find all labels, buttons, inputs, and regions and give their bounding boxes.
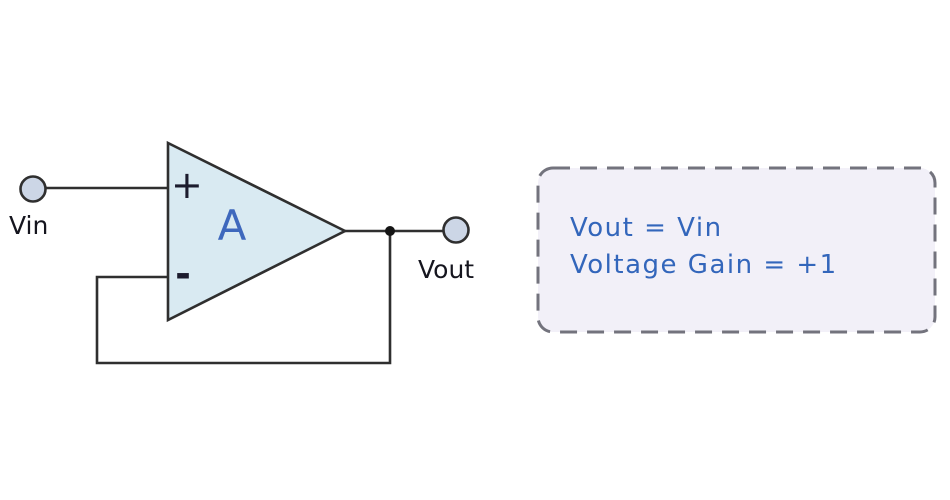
input-terminal-circle xyxy=(19,175,47,203)
noninverting-input-label: + xyxy=(171,163,203,207)
inverting-input-label: - xyxy=(175,252,191,296)
formula-line-1: Vout = Vin xyxy=(570,213,723,243)
formula-note-box xyxy=(536,166,937,334)
formula-line-2: Voltage Gain = +1 xyxy=(570,250,838,280)
output-terminal-circle xyxy=(442,216,470,244)
vout-label: Vout xyxy=(418,255,475,284)
junction-dot xyxy=(385,226,395,236)
vin-label: Vin xyxy=(9,211,49,240)
feedback-wire xyxy=(95,231,392,365)
opamp-triangle xyxy=(166,140,348,323)
formula-note-text: Vout = Vin Voltage Gain = +1 xyxy=(570,210,838,284)
opamp-gain-label: A xyxy=(217,201,247,250)
